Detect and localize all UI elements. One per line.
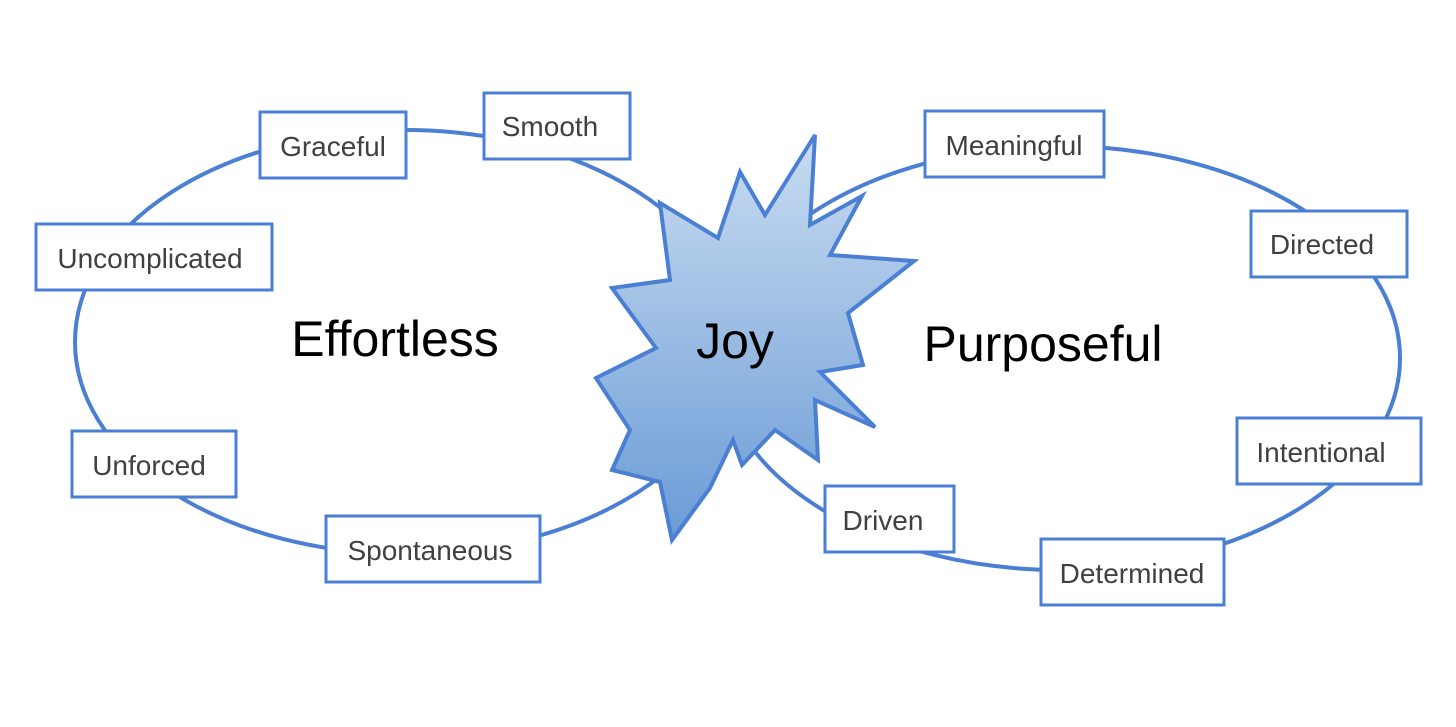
label-determined-text: Determined — [1060, 558, 1205, 589]
label-directed: Directed — [1249, 209, 1409, 279]
label-intentional-text: Intentional — [1256, 437, 1385, 468]
label-uncomplicated: Uncomplicated — [34, 222, 274, 292]
label-graceful: Graceful — [258, 110, 408, 180]
label-meaningful: Meaningful — [923, 109, 1106, 179]
joy-title: Joy — [696, 313, 774, 369]
label-driven-text: Driven — [843, 505, 924, 536]
label-smooth: Smooth — [482, 91, 632, 161]
label-unforced-text: Unforced — [92, 450, 206, 481]
label-spontaneous: Spontaneous — [324, 514, 542, 584]
purposeful-title: Purposeful — [923, 316, 1162, 372]
label-determined: Determined — [1039, 537, 1226, 607]
label-uncomplicated-text: Uncomplicated — [57, 243, 242, 274]
effortless-title: Effortless — [291, 311, 499, 367]
label-graceful-text: Graceful — [280, 131, 386, 162]
label-smooth-text: Smooth — [502, 111, 599, 142]
label-intentional: Intentional — [1235, 416, 1423, 486]
joy-burst-shape — [593, 133, 920, 545]
label-directed-text: Directed — [1270, 229, 1374, 260]
label-unforced: Unforced — [70, 429, 238, 499]
label-spontaneous-text: Spontaneous — [347, 535, 512, 566]
label-meaningful-text: Meaningful — [946, 130, 1083, 161]
label-driven: Driven — [823, 484, 956, 554]
